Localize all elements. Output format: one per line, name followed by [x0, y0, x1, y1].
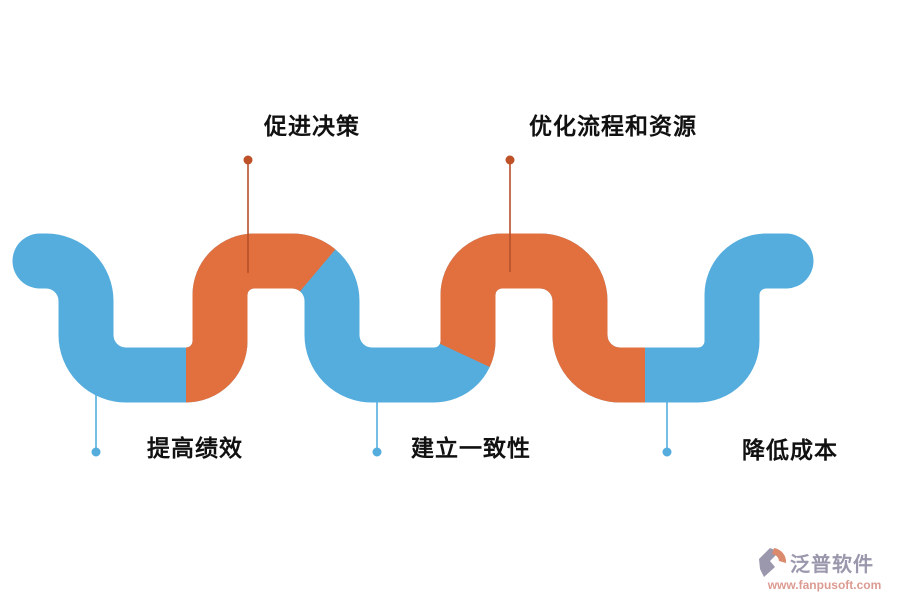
callout-dot-top-1-icon [243, 155, 253, 165]
callout-dot-bottom-1-icon [91, 447, 101, 457]
watermark-url: www.fanpusoft.com [767, 578, 882, 592]
watermark: 泛普软件 www.fanpusoft.com [757, 546, 892, 592]
callout-dot-bottom-3-icon [662, 447, 672, 457]
step-label-optimize-processes: 优化流程和资源 [529, 113, 697, 139]
watermark-brand: 泛普软件 [790, 553, 874, 576]
wave-orange-segment-2 [439, 233, 645, 403]
logo-orange-crescent [772, 548, 787, 563]
callout-dot-top-2-icon [505, 155, 515, 165]
fanpu-logo-icon [759, 548, 787, 577]
logo-gray-shape [759, 548, 779, 577]
step-label-promote-decisions: 促进决策 [264, 113, 360, 139]
callout-dot-bottom-2-icon [372, 447, 382, 457]
step-label-reduce-costs: 降低成本 [742, 437, 838, 463]
wave-blue-path [12, 233, 814, 403]
step-label-establish-consistency: 建立一致性 [411, 435, 531, 461]
wave-orange-segment-1 [184, 233, 336, 403]
step-label-improve-performance: 提高绩效 [147, 435, 243, 461]
